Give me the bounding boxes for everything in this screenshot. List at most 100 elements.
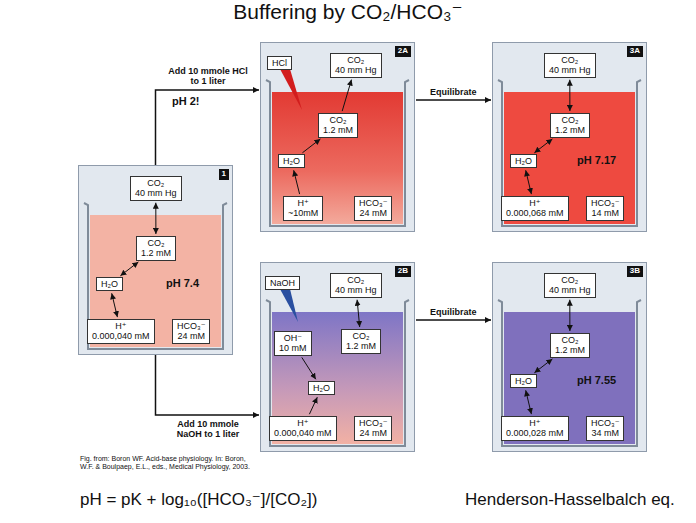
species-box: HCO₃⁻34 mM [586, 416, 624, 441]
species-box: H⁺~10mM [283, 196, 323, 221]
beaker-panel: 3ACO₂40 mm HgCO₂1.2 mMH₂OH⁺0.000,068 mMH… [492, 42, 647, 232]
species-text: CO₂ [549, 275, 591, 285]
reaction-arrow [569, 300, 570, 331]
species-text: CO₂ [555, 115, 585, 125]
species-box: CO₂40 mm Hg [544, 273, 596, 298]
species-text: HCO₃⁻ [359, 418, 387, 428]
species-text: CO₂ [335, 55, 377, 65]
species-box: H⁺0.000,068 mM [501, 196, 569, 221]
species-box: H₂O [510, 374, 537, 388]
species-text: 1.2 mM [141, 248, 171, 258]
species-box: H₂O [278, 154, 305, 168]
arrow-label: Equilibrate [428, 87, 479, 97]
title: Buffering by CO₂/HCO₃⁻ [0, 0, 696, 23]
reaction-arrow [342, 80, 351, 112]
species-text: 10 mM [279, 343, 307, 353]
species-box: HCO₃⁻14 mM [586, 196, 624, 221]
panel-number: 2B [395, 266, 411, 277]
panel-number: 3B [627, 266, 643, 277]
citation-note: Fig. from: Boron WF. Acid-base physiolog… [80, 455, 255, 471]
species-box: NaOH [265, 276, 300, 290]
process-arrow [156, 355, 260, 415]
species-text: 0.000,040 mM [92, 331, 150, 341]
species-text: H₂O [515, 156, 532, 166]
reaction-arrow [302, 357, 316, 379]
species-text: HCO₃⁻ [359, 198, 387, 208]
species-box: HCO₃⁻24 mM [172, 319, 210, 344]
species-box: CO₂1.2 mM [341, 329, 381, 354]
species-text: 1.2 mM [555, 345, 585, 355]
panel-number: 3A [627, 46, 643, 57]
species-text: OH⁻ [279, 333, 307, 343]
ph-label: pH 7.4 [166, 277, 199, 290]
species-text: CO₂ [555, 335, 585, 345]
process-arrow [156, 90, 260, 165]
species-text: CO₂ [549, 55, 591, 65]
species-text: 24 mM [177, 331, 205, 341]
species-text: CO₂ [346, 331, 376, 341]
reaction-arrow [569, 80, 570, 111]
species-text: 40 mm Hg [335, 65, 377, 75]
species-text: H₂O [283, 156, 300, 166]
equation-name: Henderson-Hasselbalch eq. [465, 490, 675, 510]
ph-label: pH 7.55 [577, 374, 616, 387]
process-arrow [416, 99, 491, 101]
species-text: 24 mM [359, 428, 387, 438]
species-text: H⁺ [506, 418, 564, 428]
species-text: 0.000,028 mM [506, 428, 564, 438]
beaker-panel: 2BNaOHCO₂40 mm HgCO₂1.2 mMOH⁻10 mMH₂OH⁺0… [260, 262, 415, 452]
reaction-arrow [526, 390, 532, 414]
species-text: CO₂ [335, 275, 377, 285]
reaction-arrow [526, 170, 532, 194]
reaction-arrow [302, 139, 320, 153]
process-arrow [416, 319, 491, 321]
species-text: 34 mM [591, 428, 619, 438]
species-text: 40 mm Hg [335, 285, 377, 295]
species-text: 0.000,068 mM [506, 208, 564, 218]
species-text: 24 mM [359, 208, 387, 218]
species-text: 40 mm Hg [549, 285, 591, 295]
species-box: CO₂1.2 mM [136, 236, 176, 261]
species-text: H⁺ [92, 321, 150, 331]
reaction-arrow [534, 359, 552, 373]
species-text: HCO₃⁻ [591, 418, 619, 428]
reaction-arrow [357, 300, 360, 327]
reaction-arrow [120, 262, 138, 276]
species-box: HCl [267, 56, 292, 70]
species-text: HCO₃⁻ [591, 198, 619, 208]
reaction-arrow [309, 397, 317, 414]
species-box: CO₂1.2 mM [550, 333, 590, 358]
species-text: 0.000,040 mM [274, 428, 332, 438]
species-box: OH⁻10 mM [274, 331, 312, 356]
panel-number: 2A [395, 46, 411, 57]
species-text: 1.2 mM [346, 341, 376, 351]
equation: pH = pK + log₁₀([HCO₃⁻]/[CO₂]) [80, 490, 317, 510]
reaction-arrow [155, 203, 156, 234]
species-text: CO₂ [323, 115, 353, 125]
reaction-arrow [112, 293, 118, 317]
species-text: 1.2 mM [555, 125, 585, 135]
species-box: CO₂40 mm Hg [544, 53, 596, 78]
species-box: CO₂40 mm Hg [130, 176, 182, 201]
species-box: HCO₃⁻24 mM [354, 196, 392, 221]
beaker-panel: 2AHClCO₂40 mm HgCO₂1.2 mMH₂OH⁺~10mMHCO₃⁻… [260, 42, 415, 232]
species-text: H₂O [313, 383, 330, 393]
species-text: H⁺ [288, 198, 318, 208]
species-box: CO₂1.2 mM [318, 113, 358, 138]
species-text: ~10mM [288, 208, 318, 218]
species-box: HCO₃⁻24 mM [354, 416, 392, 441]
species-box: H⁺0.000,040 mM [87, 319, 155, 344]
species-text: 1.2 mM [323, 125, 353, 135]
beaker-panel: 3BCO₂40 mm HgCO₂1.2 mMH₂OH⁺0.000,028 mMH… [492, 262, 647, 452]
species-text: HCO₃⁻ [177, 321, 205, 331]
beaker-panel: 1CO₂40 mm HgCO₂1.2 mMH₂OH⁺0.000,040 mMHC… [78, 165, 233, 355]
species-box: H⁺0.000,028 mM [501, 416, 569, 441]
species-text: CO₂ [135, 178, 177, 188]
arrow-label: Add 10 mmole HCl to 1 liter [165, 66, 251, 87]
species-text: NaOH [270, 278, 295, 288]
species-box: H₂O [308, 381, 335, 395]
species-text: H⁺ [274, 418, 332, 428]
species-text: CO₂ [141, 238, 171, 248]
arrow-label: Equilibrate [428, 307, 479, 317]
reaction-arrow [294, 170, 300, 194]
